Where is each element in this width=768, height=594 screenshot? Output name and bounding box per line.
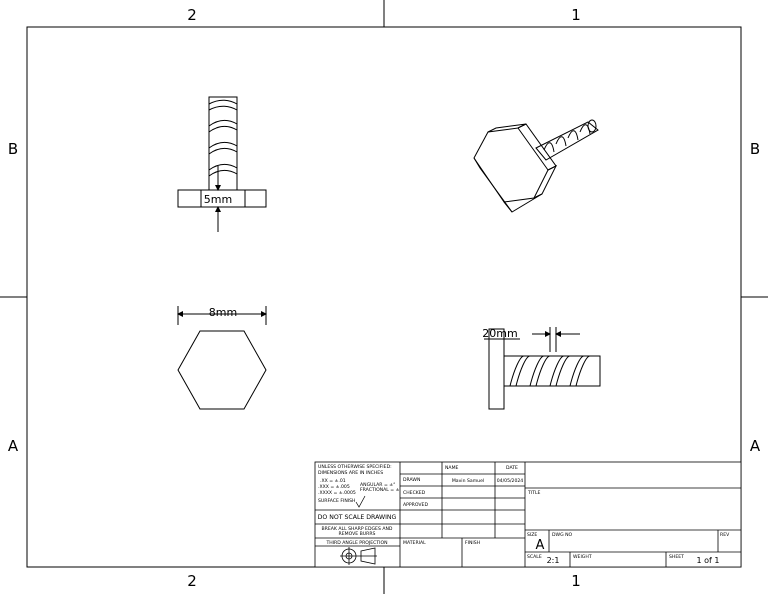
zone-right-A: A (750, 437, 761, 455)
scale-value: 2:1 (547, 556, 560, 565)
zone-right-B: B (750, 140, 760, 158)
drawing-info-block: TITLE SIZE A DWG NO REV SCALE 2:1 WEIGHT… (527, 490, 730, 565)
isometric-view (473, 119, 599, 213)
checked-label: CHECKED (403, 490, 426, 496)
tolerance-xxx: .XXX = ±.005 (318, 484, 350, 490)
approval-block: NAME DATE DRAWN Mavin Samuel 04/05/2024 … (403, 465, 523, 546)
title-block (314, 461, 742, 568)
approved-label: APPROVED (403, 502, 428, 508)
date-header: DATE (506, 465, 518, 471)
break-edges-note-2: REMOVE BURRS (339, 531, 376, 537)
tolerance-xxxx: .XXXX = ±.0005 (318, 490, 356, 496)
name-header: NAME (445, 465, 459, 471)
top-view-dimension: 8mm (209, 306, 237, 319)
zone-bottom-2: 2 (187, 572, 197, 590)
projection-note: THIRD ANGLE PROJECTION (325, 540, 387, 546)
rev-label: REV (720, 532, 730, 538)
surface-finish-label: SURFACE FINISH (318, 498, 355, 504)
title-label: TITLE (527, 490, 541, 496)
zone-bottom-1: 1 (571, 572, 581, 590)
do-not-scale-note: DO NOT SCALE DRAWING (318, 514, 397, 521)
size-value: A (536, 538, 545, 553)
zone-left-A: A (8, 437, 19, 455)
weight-label: WEIGHT (573, 554, 592, 560)
tolerance-block: UNLESS OTHERWISE SPECIFIED: DIMENSIONS A… (318, 464, 400, 565)
drawn-date: 04/05/2024 (497, 478, 524, 484)
tolerance-xx: .XX = ±.01 (320, 478, 346, 484)
scale-label: SCALE (527, 554, 542, 560)
front-view-dimension: 5mm (204, 193, 232, 206)
tolerance-fractional: FRACTIONAL = ± (360, 487, 400, 493)
side-view-dimension: 20mm (482, 327, 517, 340)
finish-label: FINISH (465, 540, 480, 546)
sheet-label: SHEET (669, 554, 684, 560)
sheet-value: 1 of 1 (697, 556, 720, 565)
zone-top-1: 1 (571, 6, 581, 24)
drawn-label: DRAWN (403, 477, 420, 483)
front-view (177, 96, 267, 232)
tolerance-angular: ANGULAR = ±° (360, 482, 395, 488)
zone-top-2: 2 (187, 6, 197, 24)
zone-left-B: B (8, 140, 18, 158)
third-angle-projection-icon (340, 547, 377, 565)
surface-finish-icon (355, 495, 366, 508)
top-view (177, 306, 267, 410)
tolerance-note-2: DIMENSIONS ARE IN INCHES (318, 470, 383, 476)
dwg-no-label: DWG NO (552, 532, 573, 538)
material-label: MATERIAL (403, 540, 426, 546)
side-view (484, 327, 601, 410)
tolerance-note-1: UNLESS OTHERWISE SPECIFIED: (318, 464, 392, 470)
size-label: SIZE (527, 532, 537, 538)
drawn-name: Mavin Samuel (452, 478, 484, 484)
break-edges-note-1: BREAK ALL SHARP EDGES AND (322, 526, 393, 532)
